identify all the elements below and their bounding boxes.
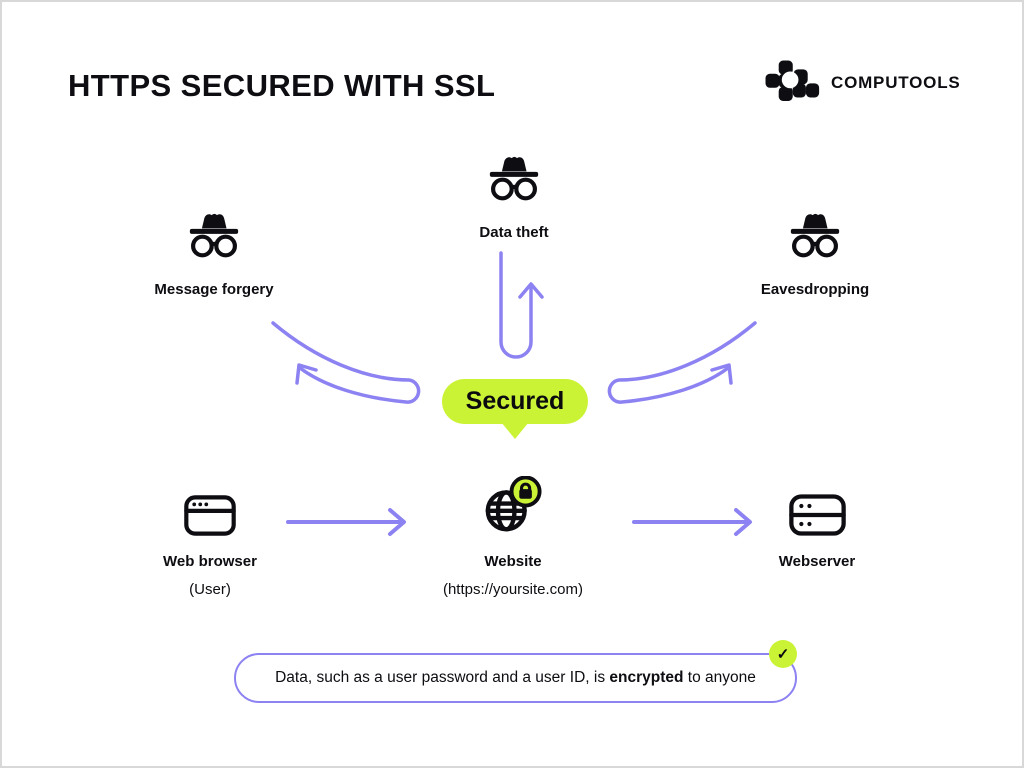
secured-badge: Secured bbox=[442, 379, 588, 439]
spy-icon bbox=[489, 156, 539, 201]
brand-logo: COMPUTOOLS bbox=[762, 60, 961, 105]
banner-text-before: Data, such as a user password and a user… bbox=[275, 669, 610, 686]
banner-text: Data, such as a user password and a user… bbox=[275, 669, 756, 687]
encryption-note-banner: Data, such as a user password and a user… bbox=[234, 640, 797, 703]
computools-logo-icon bbox=[765, 60, 820, 101]
threat-message-forgery: Message forgery bbox=[104, 207, 324, 298]
banner-text-after: to anyone bbox=[683, 669, 756, 686]
speech-bubble-tail bbox=[501, 422, 529, 439]
node-sublabel: (User) bbox=[189, 581, 231, 598]
server-icon bbox=[788, 494, 846, 536]
node-label: Website bbox=[484, 553, 542, 570]
node-label: Web browser bbox=[163, 553, 257, 570]
check-badge: ✓ bbox=[769, 640, 797, 668]
threat-data-theft: Data theft bbox=[404, 150, 624, 241]
deflect-arrow-right bbox=[607, 321, 757, 404]
page-title: HTTPS SECURED WITH SSL bbox=[68, 68, 496, 103]
node-sublabel: (https://yoursite.com) bbox=[442, 581, 584, 598]
node-website: Website (https://yoursite.com) bbox=[403, 476, 623, 598]
threat-label: Data theft bbox=[479, 224, 549, 241]
threat-label: Eavesdropping bbox=[760, 281, 870, 298]
spy-icon bbox=[790, 213, 840, 258]
threat-eavesdropping: Eavesdropping bbox=[705, 207, 925, 298]
deflect-arrow-left bbox=[271, 321, 421, 404]
browser-window-icon bbox=[184, 495, 236, 536]
node-web-browser: Web browser (User) bbox=[100, 476, 320, 598]
spy-icon bbox=[189, 213, 239, 258]
brand-name: COMPUTOOLS bbox=[831, 72, 961, 92]
threat-label: Message forgery bbox=[154, 281, 274, 298]
banner-text-bold: encrypted bbox=[609, 669, 684, 686]
node-label: Webserver bbox=[778, 553, 856, 570]
secured-badge-label: Secured bbox=[465, 387, 565, 415]
deflect-arrow-center bbox=[499, 251, 544, 359]
check-icon: ✓ bbox=[776, 646, 790, 663]
globe-lock-icon bbox=[485, 476, 542, 532]
node-webserver: Webserver bbox=[707, 476, 927, 570]
